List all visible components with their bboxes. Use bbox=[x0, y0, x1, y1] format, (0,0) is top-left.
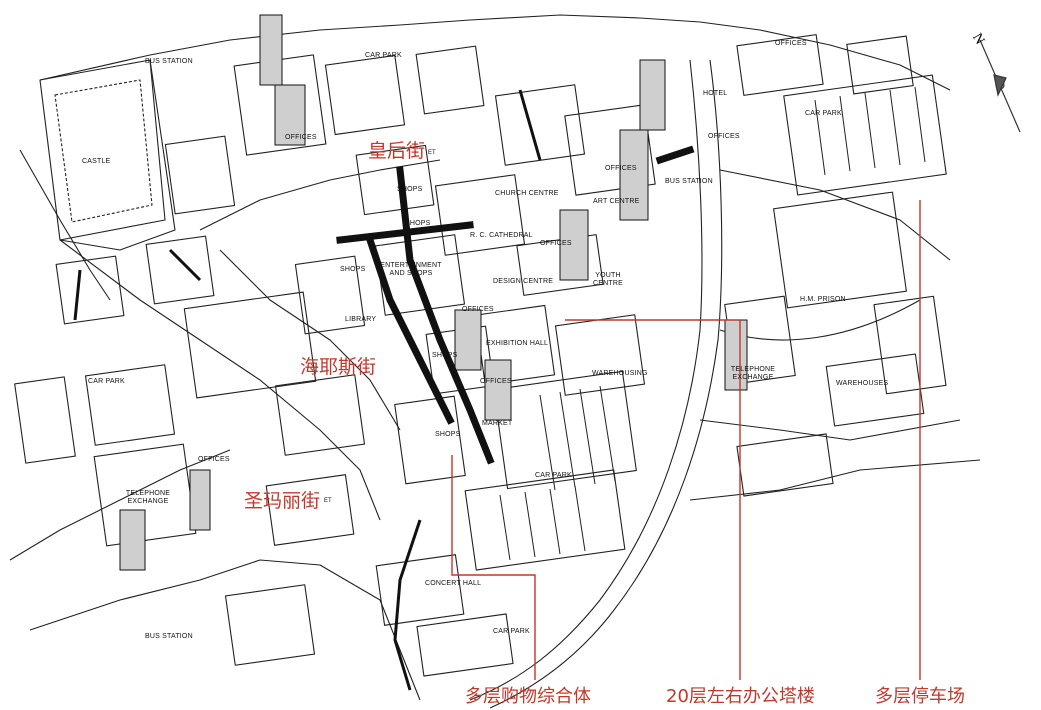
road-outline bbox=[469, 59, 703, 701]
label-bus-station-ne: BUS STATION bbox=[665, 178, 713, 185]
leader-shopping bbox=[451, 455, 536, 680]
office-tower bbox=[484, 359, 512, 421]
road-outline bbox=[699, 419, 961, 441]
label-bus-station-nw: BUS STATION bbox=[145, 58, 193, 65]
road-outline bbox=[219, 249, 401, 431]
label-shops-mid: SHOPS bbox=[432, 352, 458, 359]
label-hotel: HOTEL bbox=[703, 90, 728, 97]
label-shops-2: SHOPS bbox=[405, 220, 431, 227]
north-arrow-icon: N bbox=[969, 31, 1021, 133]
street-st-mary: 圣玛丽街 bbox=[244, 490, 321, 512]
road-outline bbox=[39, 14, 951, 91]
pedestrian-link bbox=[73, 269, 82, 321]
road-outline bbox=[59, 239, 381, 521]
road-outline bbox=[689, 459, 981, 501]
label-offices-ne: OFFICES bbox=[775, 40, 807, 47]
label-shops-n: SHOPS bbox=[397, 186, 423, 193]
road-outline bbox=[29, 559, 421, 701]
label-offices-centre: OFFICES bbox=[605, 165, 637, 172]
castle-inner bbox=[54, 79, 153, 223]
pedestrian-spine bbox=[655, 145, 695, 165]
office-tower bbox=[259, 14, 283, 86]
office-tower bbox=[274, 84, 306, 146]
office-tower bbox=[189, 469, 211, 531]
label-offices-nw: OFFICES bbox=[285, 134, 317, 141]
street-suffix: ET bbox=[428, 150, 436, 156]
label-offices-ne2: OFFICES bbox=[708, 133, 740, 140]
label-car-park-s: CAR PARK bbox=[493, 628, 530, 635]
label-car-park-ne: CAR PARK bbox=[805, 110, 842, 117]
office-tower bbox=[559, 209, 589, 281]
label-art-centre: ART CENTRE bbox=[593, 198, 640, 205]
label-offices-lower: OFFICES bbox=[480, 378, 512, 385]
street-hayes: 海耶斯街 bbox=[300, 356, 377, 378]
pedestrian-link bbox=[518, 89, 542, 161]
road-outline bbox=[489, 59, 723, 709]
label-exhibition-hall: EXHIBITION HALL bbox=[486, 340, 549, 347]
label-entertainment-shops: ENTERTAINMENT AND SHOPS bbox=[380, 262, 442, 277]
label-car-park-n: CAR PARK bbox=[365, 52, 402, 59]
label-concert-hall: CONCERT HALL bbox=[425, 580, 482, 587]
street-queen: 皇后街 bbox=[368, 140, 426, 162]
label-telephone-exchange-e: TELEPHONE EXCHANGE bbox=[730, 366, 776, 381]
label-youth-centre: YOUTH CENTRE bbox=[593, 272, 623, 287]
label-rc-cathedral: R. C. CATHEDRAL bbox=[470, 232, 533, 239]
label-warehouses: WAREHOUSES bbox=[836, 380, 889, 387]
road-outline bbox=[59, 59, 176, 251]
office-tower bbox=[639, 59, 666, 131]
label-telephone-exchange-w: TELEPHONE EXCHANGE bbox=[125, 490, 171, 505]
label-church-centre: CHURCH CENTRE bbox=[495, 190, 559, 197]
street-suffix: ET bbox=[324, 498, 332, 504]
label-offices-w: OFFICES bbox=[198, 456, 230, 463]
label-library: LIBRARY bbox=[345, 316, 377, 323]
label-shops-s: SHOPS bbox=[435, 431, 461, 438]
label-car-park-centre: CAR PARK bbox=[535, 472, 572, 479]
label-design-centre: DESIGN CENTRE bbox=[493, 278, 554, 285]
road-outline bbox=[9, 449, 231, 561]
castle-outline bbox=[39, 59, 166, 241]
office-tower bbox=[454, 309, 482, 371]
north-letter: N bbox=[969, 31, 987, 47]
legend-car-park: 多层停车场 bbox=[875, 686, 965, 707]
office-tower bbox=[619, 129, 649, 221]
label-hm-prison: H.M. PRISON bbox=[800, 296, 846, 303]
road-outline bbox=[19, 149, 111, 301]
label-car-park-w: CAR PARK bbox=[88, 378, 125, 385]
road-outline bbox=[719, 299, 921, 341]
leader-offices bbox=[565, 319, 741, 680]
pedestrian-spine bbox=[336, 221, 474, 244]
road-outline bbox=[719, 169, 951, 261]
legend-office-towers: 20层左右办公塔楼 bbox=[666, 686, 815, 707]
label-warehousing: WAREHOUSING bbox=[592, 370, 648, 377]
pedestrian-link bbox=[168, 248, 202, 282]
label-bus-station-s: BUS STATION bbox=[145, 633, 193, 640]
pedestrian-spine bbox=[365, 235, 455, 425]
label-market: MARKET bbox=[482, 420, 513, 427]
label-offices-east: OFFICES bbox=[462, 306, 494, 313]
label-offices-mid: OFFICES bbox=[540, 240, 572, 247]
pedestrian-link bbox=[393, 519, 422, 691]
legend-shopping-complex: 多层购物综合体 bbox=[465, 686, 591, 707]
office-tower bbox=[119, 509, 146, 571]
label-shops-w: SHOPS bbox=[340, 266, 366, 273]
label-castle: CASTLE bbox=[82, 158, 111, 165]
